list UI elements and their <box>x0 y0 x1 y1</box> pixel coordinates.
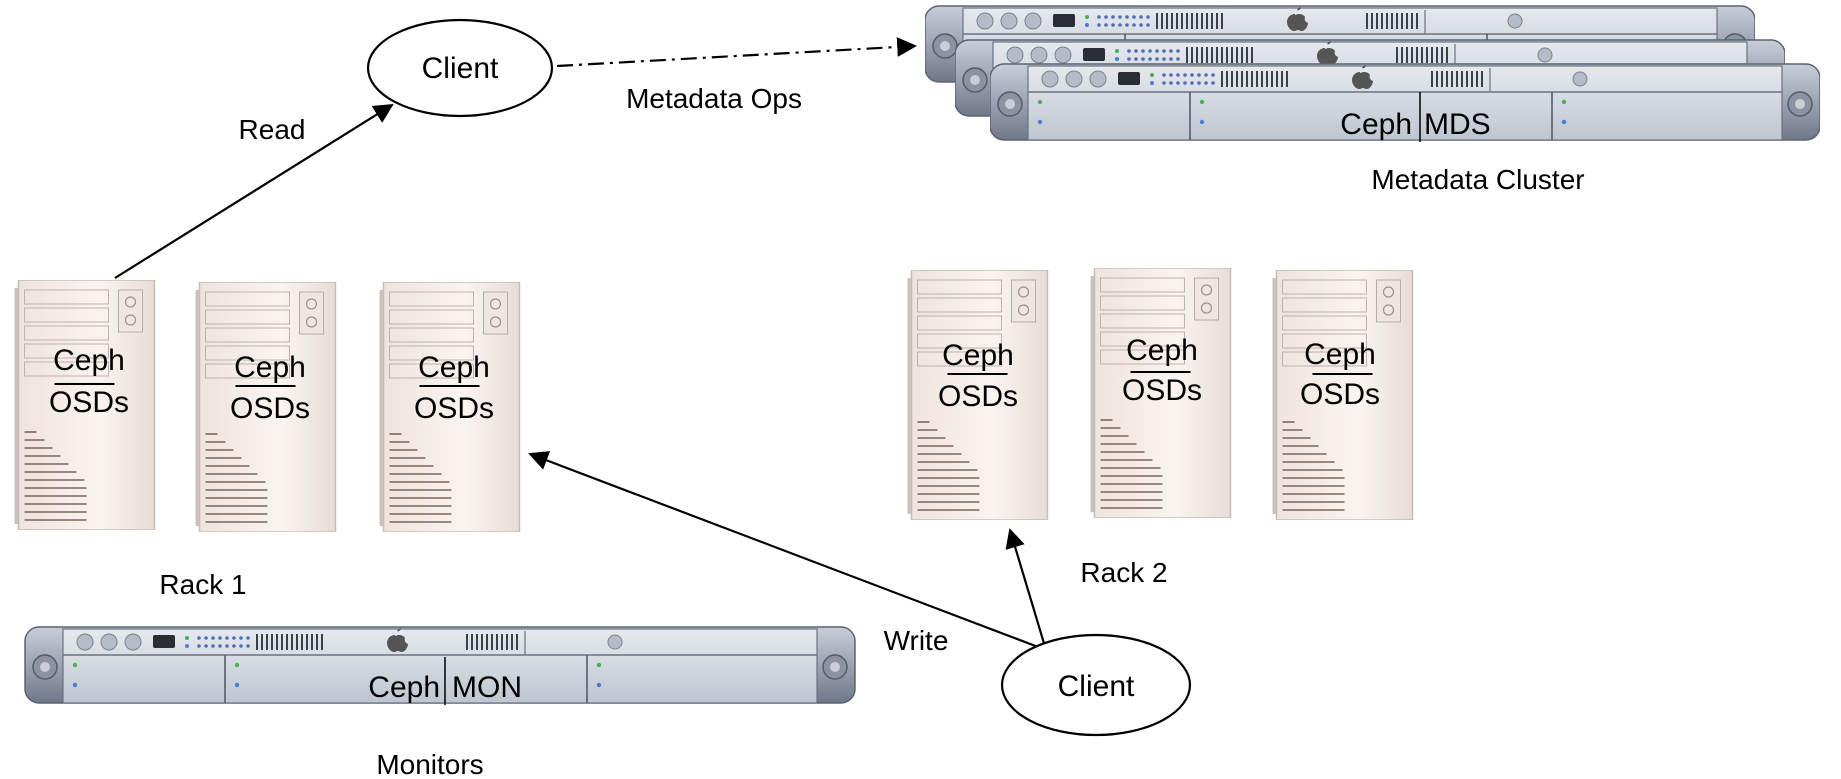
metadata-cluster: Ceph MDS Metadata Cluster <box>925 5 1820 195</box>
osd-label-top: Ceph <box>53 344 125 377</box>
osd-tower: Ceph OSDs <box>378 282 521 532</box>
osd-tower: Ceph OSDs <box>1089 268 1232 518</box>
write-arrow-rack-2 <box>1005 528 1048 651</box>
mds-server-label-right: MDS <box>1424 108 1491 141</box>
osd-label-bottom: OSDs <box>1122 374 1202 407</box>
osd-tower: Ceph OSDs <box>906 270 1049 520</box>
read-arrow <box>114 103 394 279</box>
read-label: Read <box>239 114 306 145</box>
monitors-label: Monitors <box>376 749 483 779</box>
client-top: Client <box>366 18 554 118</box>
metadata-ops-arrow <box>556 37 917 68</box>
osd-label-bottom: OSDs <box>414 392 494 425</box>
osd-label-top: Ceph <box>1304 338 1376 371</box>
osd-tower: Ceph OSDs <box>13 280 156 530</box>
osd-label-top: Ceph <box>942 339 1014 372</box>
osd-label-top: Ceph <box>234 351 306 384</box>
osd-label-bottom: OSDs <box>230 392 310 425</box>
write-arrow <box>528 451 1047 652</box>
rack-2-label: Rack 2 <box>1080 557 1167 588</box>
write-label: Write <box>884 625 949 656</box>
osd-tower: Ceph OSDs <box>194 282 337 532</box>
osd-label-bottom: OSDs <box>1300 378 1380 411</box>
rack-1-label: Rack 1 <box>159 569 246 600</box>
osd-label-top: Ceph <box>418 351 490 384</box>
osd-label-bottom: OSDs <box>938 380 1018 413</box>
metadata-ops-label: Metadata Ops <box>626 83 802 114</box>
monitor-server: Ceph MON Monitors <box>23 625 857 779</box>
mds-server-label-left: Ceph <box>1340 108 1412 141</box>
osd-tower: Ceph OSDs <box>1271 270 1414 520</box>
client-bottom: Client <box>1000 633 1192 737</box>
osd-label-bottom: OSDs <box>49 386 129 419</box>
metadata-cluster-label: Metadata Cluster <box>1371 164 1584 195</box>
mon-server-label-right: MON <box>452 671 522 704</box>
client-bottom-label: Client <box>1058 670 1135 703</box>
mon-server-label-left: Ceph <box>368 671 440 704</box>
rack-2: Ceph OSDs Ceph OSDs Ceph OSDs Rack 2 <box>906 268 1414 588</box>
client-top-label: Client <box>422 52 499 85</box>
osd-label-top: Ceph <box>1126 334 1198 367</box>
rack-1: Ceph OSDs Ceph OSDs Ceph OSDs Rack 1 <box>13 280 521 600</box>
